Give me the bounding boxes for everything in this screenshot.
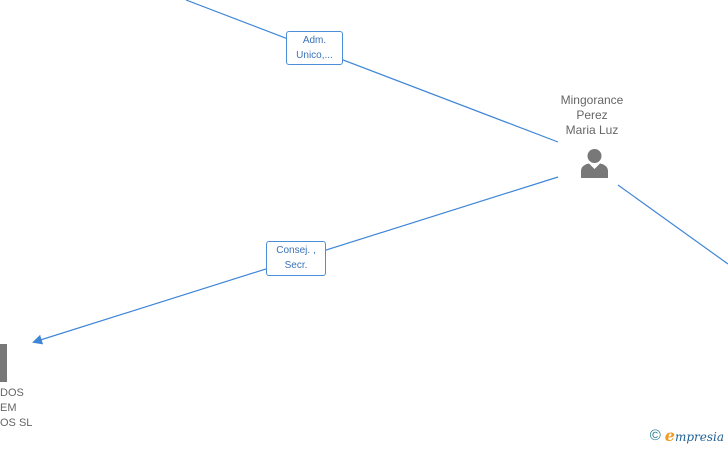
edge-label-middle-line-1: Consej. , (276, 245, 316, 256)
person-name-line-3: Maria Luz (565, 123, 619, 137)
person-name-line-2: Perez (576, 108, 608, 122)
edge-label-top[interactable]: Adm. Unico,... (286, 31, 343, 65)
person-node-label[interactable]: Mingorance Perez Maria Luz (542, 93, 642, 138)
brand-rest: mpresia (674, 429, 724, 444)
edge-label-top-line-2: Unico,... (296, 50, 333, 61)
company-icon[interactable] (0, 344, 9, 382)
edge-top-line[interactable] (185, 0, 559, 143)
edge-label-top-line-1: Adm. (302, 35, 327, 46)
edge-label-middle-line-2: Secr. (284, 260, 308, 271)
edge-label-middle[interactable]: Consej. , Secr. (266, 241, 326, 276)
company-name-line-1: DOS (0, 387, 24, 399)
person-icon[interactable] (579, 148, 610, 178)
company-name-line-3: OS SL (0, 417, 33, 429)
brand-logo: empresia (664, 425, 724, 446)
copyright-icon: © (649, 427, 661, 444)
edge-right-line[interactable] (617, 184, 728, 265)
company-name-line-2: EM (0, 402, 17, 414)
watermark: © empresia (650, 426, 724, 446)
company-node-label[interactable]: DOS EM OS SL (0, 386, 60, 431)
person-name-line-1: Mingorance (560, 93, 624, 107)
brand-initial: e (664, 425, 675, 445)
